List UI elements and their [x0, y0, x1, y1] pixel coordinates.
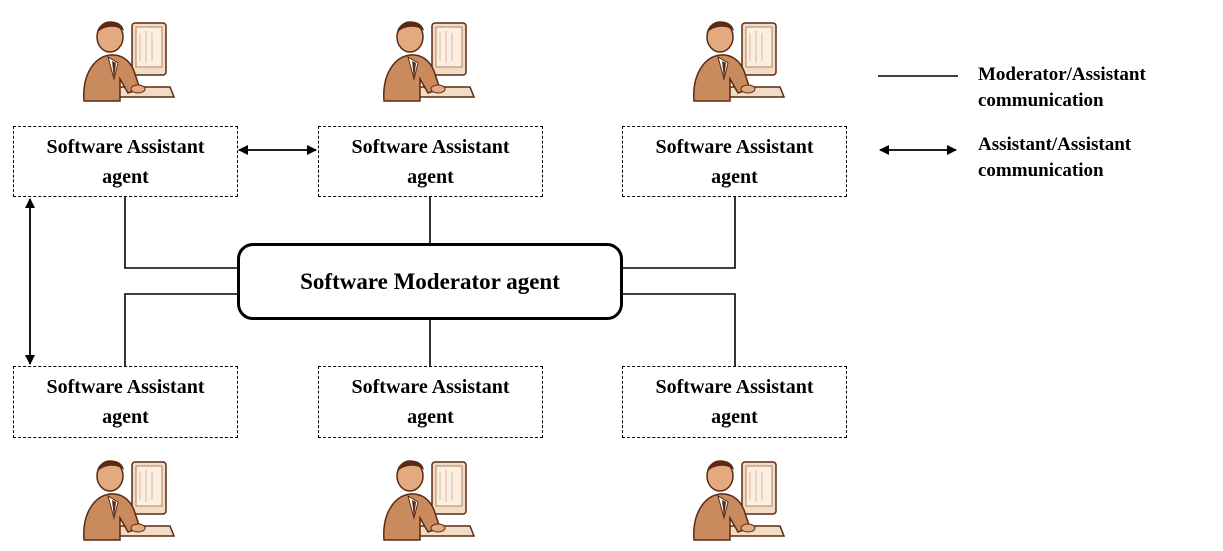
user-at-computer-icon	[693, 459, 785, 541]
assistant-box-bottom-center: Software Assistant agent	[318, 366, 543, 438]
user-at-computer-icon	[83, 20, 175, 102]
user-at-computer-icon	[83, 459, 175, 541]
moderator-connectors	[124, 197, 736, 366]
legend-line-label: Moderator/Assistant communication	[978, 62, 1146, 114]
assistant-label: agent	[711, 165, 758, 188]
assistant-label: Software Assistant	[46, 135, 205, 158]
connector-top-left	[124, 197, 238, 269]
assistant-label: agent	[102, 165, 149, 188]
connector-bottom-right	[622, 293, 736, 366]
moderator-label: Software Moderator agent	[300, 268, 560, 294]
legend-arrow-label: Assistant/Assistant communication	[978, 132, 1131, 184]
moderator-box: Software Moderator agent	[237, 243, 623, 320]
assistant-label: Software Assistant	[655, 376, 814, 398]
legend-arrow-label-2: communication	[978, 160, 1104, 181]
assistant-box-top-right: Software Assistant agent	[622, 126, 847, 197]
assistant-label: agent	[407, 406, 454, 428]
assistant-label: agent	[102, 406, 149, 428]
assistant-label: Software Assistant	[351, 135, 510, 158]
user-at-computer-icon	[693, 20, 785, 102]
assistant-box-bottom-right: Software Assistant agent	[622, 366, 847, 438]
connector-top-right	[622, 197, 736, 269]
user-at-computer-icon	[383, 20, 475, 102]
legend-line-label-1: Moderator/Assistant	[978, 64, 1146, 85]
assistant-label: agent	[407, 165, 454, 188]
legend-arrow-label-1: Assistant/Assistant	[978, 134, 1132, 155]
legend-line-label-2: communication	[978, 90, 1104, 111]
assistant-box-top-center: Software Assistant agent	[318, 126, 543, 197]
assistant-label: Software Assistant	[351, 376, 510, 398]
connector-bottom-left	[124, 293, 238, 366]
user-at-computer-icon	[383, 459, 475, 541]
assistant-label: Software Assistant	[46, 376, 205, 398]
assistant-label: agent	[711, 406, 758, 428]
assistant-box-bottom-left: Software Assistant agent	[13, 366, 238, 438]
assistant-box-top-left: Software Assistant agent	[13, 126, 238, 197]
assistant-label: Software Assistant	[655, 135, 814, 158]
